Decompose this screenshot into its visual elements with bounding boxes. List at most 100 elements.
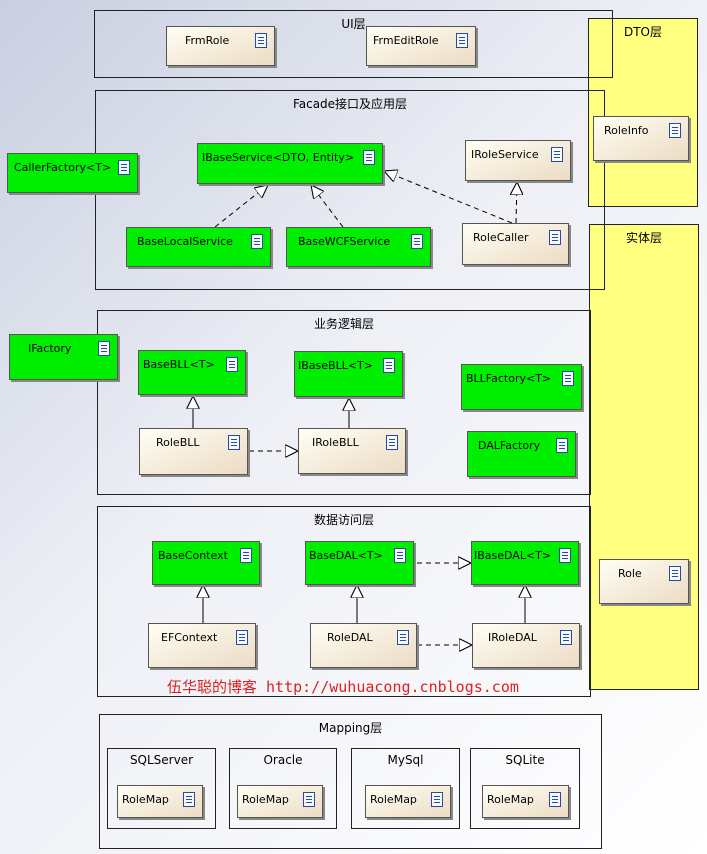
- document-icon: [303, 792, 315, 807]
- document-icon: [363, 150, 375, 165]
- bll-layer-frame: 业务逻辑层: [97, 310, 591, 495]
- class-label: FrmRole: [185, 34, 230, 47]
- class-label: CallerFactory<T>: [14, 161, 112, 174]
- mapping-group-oracle: Oracle: [229, 748, 337, 829]
- document-icon: [669, 123, 681, 138]
- blog-watermark: 伍华聪的博客 http://wuhuacong.cnblogs.com: [167, 678, 519, 696]
- document-icon: [251, 234, 263, 249]
- class-basebll: BaseBLL<T>: [138, 350, 246, 395]
- class-label: BaseBLL<T>: [143, 358, 215, 371]
- class-label: RoleMap: [242, 793, 289, 806]
- class-label: Role: [618, 567, 642, 580]
- mapping-group-sqlite: SQLite: [470, 748, 580, 829]
- document-icon: [559, 548, 571, 563]
- document-icon: [183, 792, 195, 807]
- mapping-group-title: SQLServer: [129, 753, 194, 767]
- class-label: FrmEditRole: [373, 34, 439, 47]
- class-rolemap-sqlite: RoleMap: [482, 785, 569, 818]
- class-label: IFactory: [28, 342, 72, 355]
- class-label: IRoleService: [471, 148, 539, 161]
- class-label: RoleDAL: [327, 631, 373, 644]
- class-efcontext: EFContext: [148, 623, 256, 668]
- class-callerfactory: CallerFactory<T>: [7, 153, 138, 193]
- class-ifactory: IFactory: [9, 334, 118, 380]
- class-frmeditrole: FrmEditRole: [366, 26, 476, 66]
- dal-layer-title: 数据访问层: [313, 513, 374, 527]
- document-icon: [240, 548, 252, 563]
- facade-layer-title: Facade接口及应用层: [292, 97, 408, 111]
- entity-layer-title: 实体层: [625, 231, 662, 245]
- class-label: IBaseService<DTO, Entity>: [202, 151, 355, 164]
- class-rolecaller: RoleCaller: [462, 223, 569, 265]
- class-label: BaseWCFService: [298, 235, 391, 248]
- document-icon: [228, 435, 240, 450]
- document-icon: [226, 357, 238, 372]
- class-ibasedal: IBaseDAL<T>: [471, 541, 579, 585]
- mapping-layer-title: Mapping层: [318, 721, 383, 735]
- dal-layer-frame: 数据访问层: [97, 506, 591, 697]
- document-icon: [255, 33, 267, 48]
- mapping-group-title: SQLite: [505, 753, 545, 767]
- class-rolemap-sqlserver: RoleMap: [117, 785, 203, 818]
- class-label: BaseLocalService: [137, 235, 233, 248]
- class-roleinfo: RoleInfo: [593, 116, 689, 161]
- document-icon: [236, 630, 248, 645]
- dto-layer-frame: DTO层: [588, 18, 698, 207]
- document-icon: [386, 435, 398, 450]
- document-icon: [556, 438, 568, 453]
- document-icon: [98, 341, 110, 356]
- class-rolemap-oracle: RoleMap: [237, 785, 323, 818]
- mapping-group-title: Oracle: [263, 753, 303, 767]
- class-label: IRoleDAL: [488, 631, 537, 644]
- document-icon: [411, 234, 423, 249]
- document-icon: [431, 792, 443, 807]
- class-label: DALFactory: [478, 439, 541, 452]
- document-icon: [669, 566, 681, 581]
- class-iroledal: IRoleDAL: [472, 623, 580, 668]
- class-rolebll: RoleBLL: [139, 428, 248, 475]
- class-irolebll: IRoleBLL: [298, 428, 406, 474]
- class-label: EFContext: [161, 631, 218, 644]
- class-label: BLLFactory<T>: [466, 372, 552, 385]
- class-label: RoleMap: [487, 793, 534, 806]
- class-bllfactory: BLLFactory<T>: [461, 364, 582, 410]
- class-label: RoleCaller: [473, 231, 529, 244]
- class-label: BaseDAL<T>: [309, 549, 383, 562]
- document-icon: [549, 792, 561, 807]
- class-label: RoleMap: [370, 793, 417, 806]
- class-rolemap-mysql: RoleMap: [365, 785, 451, 818]
- entity-layer-frame: 实体层: [589, 224, 699, 690]
- document-icon: [551, 147, 563, 162]
- class-role: Role: [599, 559, 689, 604]
- bll-layer-title: 业务逻辑层: [313, 317, 374, 331]
- class-frmrole: FrmRole: [166, 26, 275, 66]
- class-label: IBaseBLL<T>: [298, 359, 373, 372]
- class-baselocalservice: BaseLocalService: [126, 227, 271, 267]
- class-iroleservice: IRoleService: [465, 140, 571, 181]
- mapping-group-mysql: MySql: [351, 748, 460, 829]
- document-icon: [397, 630, 409, 645]
- class-label: RoleInfo: [604, 124, 649, 137]
- ui-layer-title: UI层: [341, 17, 366, 31]
- class-label: IBaseDAL<T>: [474, 549, 552, 562]
- mapping-layer-frame: Mapping层: [99, 714, 602, 849]
- class-basewcfservice: BaseWCFService: [286, 227, 431, 267]
- class-label: IRoleBLL: [312, 436, 359, 449]
- dto-layer-title: DTO层: [623, 25, 663, 39]
- mapping-group-sqlserver: SQLServer: [107, 748, 216, 829]
- class-roledal: RoleDAL: [310, 623, 417, 668]
- document-icon: [394, 548, 406, 563]
- document-icon: [560, 630, 572, 645]
- ui-layer-frame: UI层: [94, 10, 613, 78]
- class-label: RoleMap: [122, 793, 169, 806]
- document-icon: [383, 358, 395, 373]
- document-icon: [562, 371, 574, 386]
- document-icon: [118, 160, 130, 175]
- document-icon: [456, 33, 468, 48]
- class-ibaseservice: IBaseService<DTO, Entity>: [197, 143, 383, 184]
- mapping-group-title: MySql: [387, 753, 424, 767]
- class-basedal: BaseDAL<T>: [305, 541, 414, 585]
- class-basecontext: BaseContext: [152, 541, 260, 585]
- class-ibasebll: IBaseBLL<T>: [294, 351, 403, 397]
- class-dalfactory: DALFactory: [467, 431, 576, 477]
